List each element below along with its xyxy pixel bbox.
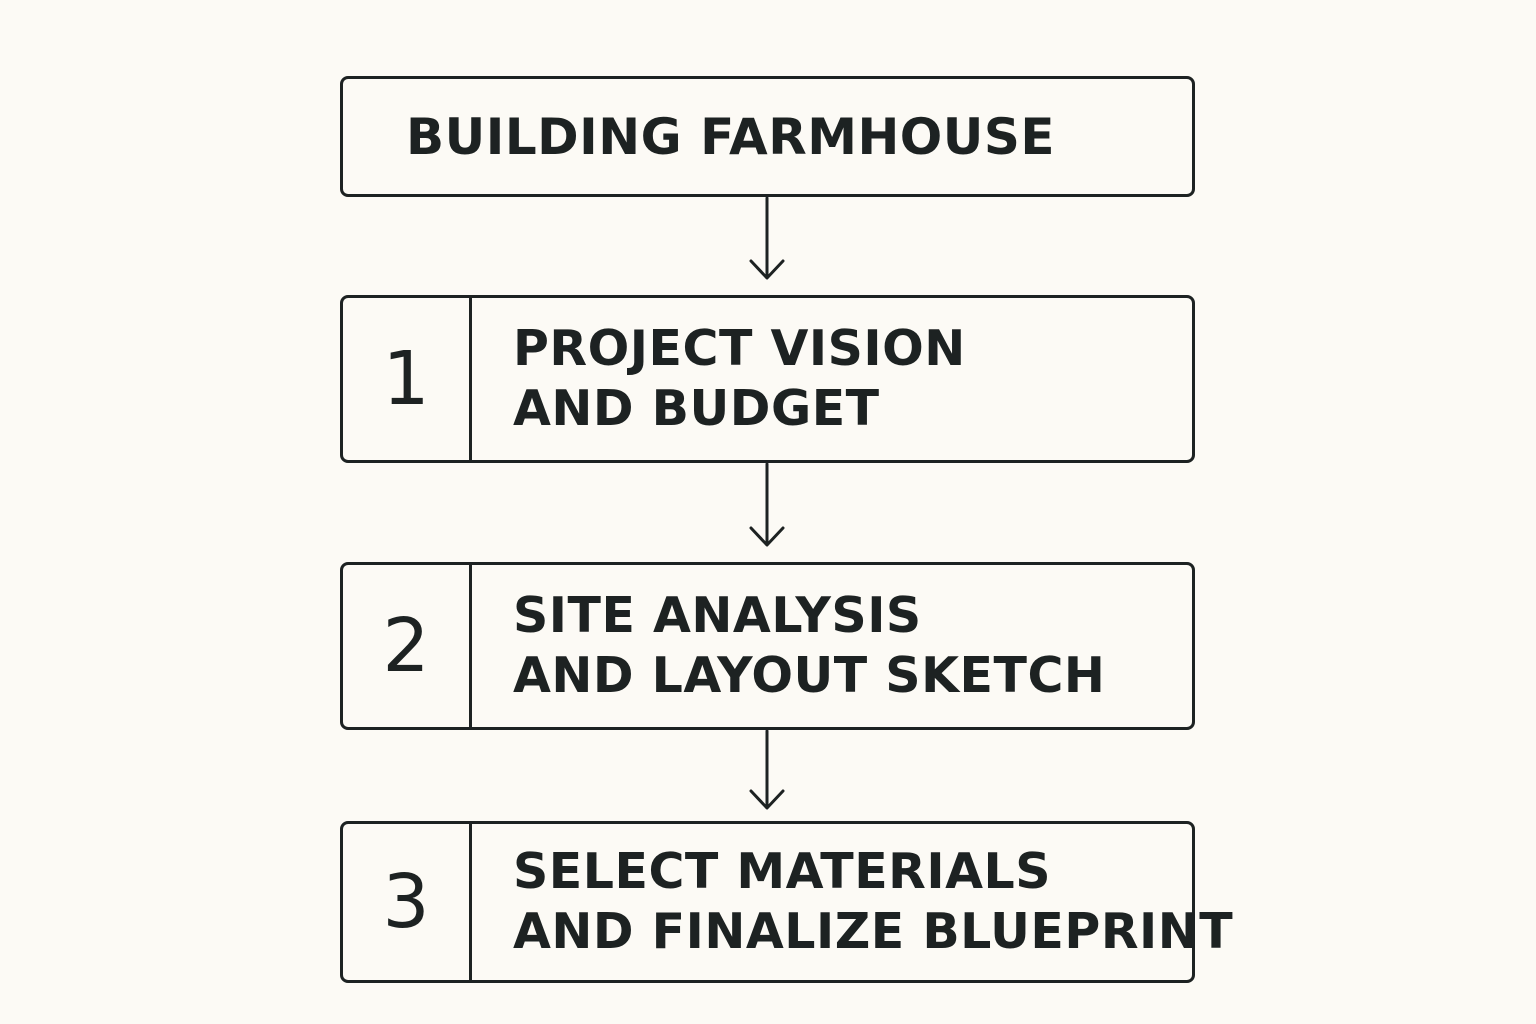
title-box: BUILDING FARMHOUSE: [340, 76, 1195, 197]
step-number: 3: [343, 824, 472, 980]
step-label: PROJECT VISION AND BUDGET: [513, 298, 966, 460]
step-label-line-1: SITE ANALYSIS: [513, 587, 922, 644]
step-label-line-1: PROJECT VISION: [513, 320, 966, 377]
step-box-1: 1 PROJECT VISION AND BUDGET: [340, 295, 1195, 463]
step-box-3: 3 SELECT MATERIALS AND FINALIZE BLUEPRIN…: [340, 821, 1233, 983]
arrow-title-to-step-1: [749, 196, 785, 280]
step-number: 1: [343, 298, 472, 460]
step-label-line-2: AND LAYOUT SKETCH: [513, 647, 1106, 704]
step-label-line-1: SELECT MATERIALS: [513, 843, 1052, 900]
step-label-line-2: AND FINALIZE BLUEPRINT: [513, 903, 1234, 960]
step-number: 2: [343, 565, 472, 727]
step-label: SELECT MATERIALS AND FINALIZE BLUEPRINT: [513, 824, 1233, 980]
diagram-title: BUILDING FARMHOUSE: [406, 107, 1056, 166]
arrow-step-2-to-step-3: [749, 729, 785, 810]
step-box-2: 2 SITE ANALYSIS AND LAYOUT SKETCH: [340, 562, 1195, 730]
step-label: SITE ANALYSIS AND LAYOUT SKETCH: [513, 565, 1105, 727]
step-label-line-2: AND BUDGET: [513, 380, 880, 437]
arrow-step-1-to-step-2: [749, 462, 785, 547]
